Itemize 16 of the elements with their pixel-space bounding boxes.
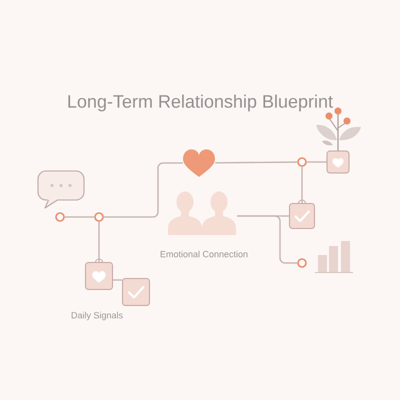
connector-line xyxy=(301,166,303,203)
node-label: Emotional Connection xyxy=(160,250,248,258)
connector-line xyxy=(98,222,100,262)
junction-circle xyxy=(94,212,104,222)
junction-circle xyxy=(297,157,307,167)
connector-line xyxy=(306,161,326,163)
connector-line xyxy=(215,161,298,164)
title: Long-Term Relationship Blueprint xyxy=(68,94,333,112)
junction-circle xyxy=(297,258,307,268)
heart-shape xyxy=(183,149,215,177)
connector-line xyxy=(104,162,183,218)
connector-line xyxy=(237,215,298,264)
junction-circle xyxy=(55,212,65,222)
connector-line xyxy=(64,216,94,218)
text-label: Daily Signals xyxy=(72,312,123,320)
connector-line xyxy=(113,279,122,281)
